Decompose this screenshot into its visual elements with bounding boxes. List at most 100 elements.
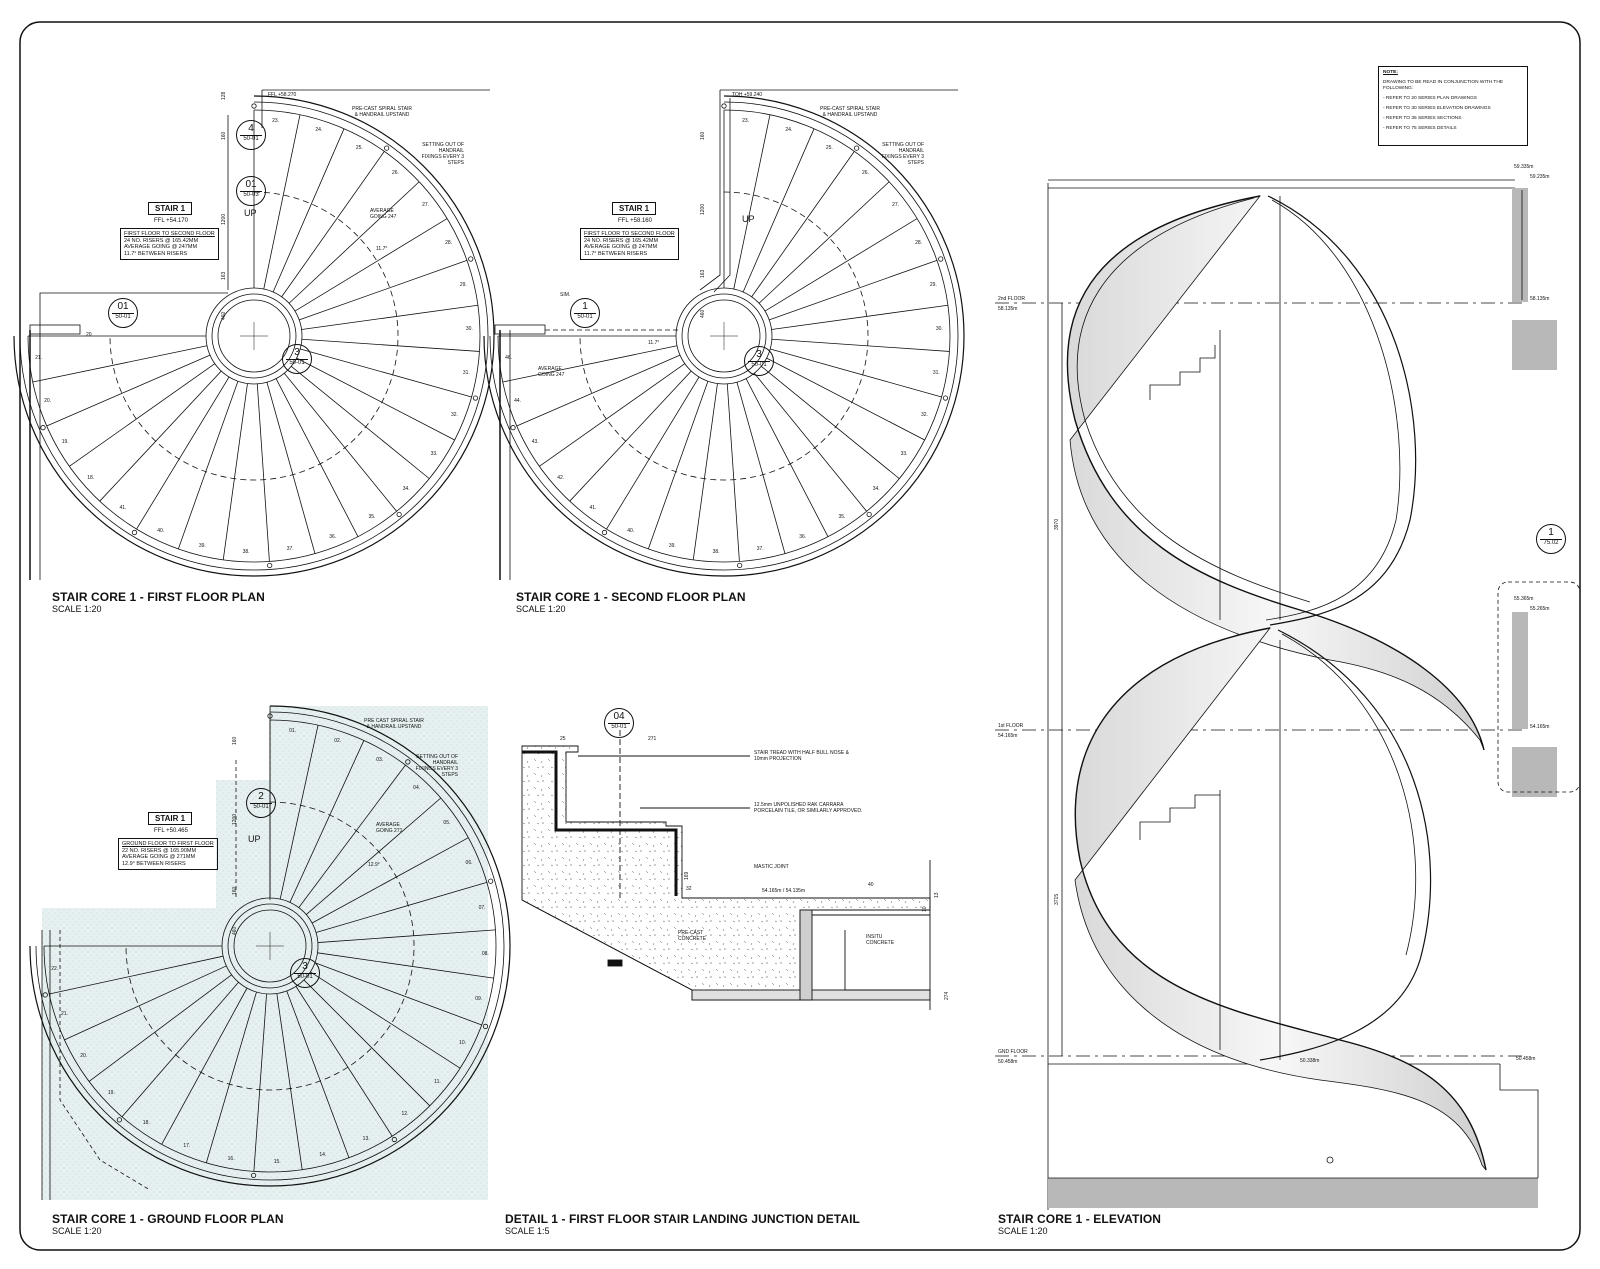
first-riser-line [99,370,222,502]
second-fixing-dot [854,145,860,151]
elev-right-level: 58.135m [1530,296,1550,302]
first-riser-line [288,181,420,304]
ground-riser-line [276,993,303,1170]
first-riser-line [299,259,468,321]
tag-ref: 50-01 [250,803,272,811]
second-step-number: 37. [756,545,764,552]
first-riser-line [281,151,385,298]
detail-dim: 169 [684,871,690,880]
first-fixing-dot [251,103,257,109]
detail-dim: 25 [560,736,566,742]
second-precast-note: PRE-CAST SPIRAL STAIR & HANDRAIL UPSTAND [820,106,880,118]
second-dim: 160 [700,131,706,140]
ground-riser-line [298,764,406,908]
panel-scale-ground: SCALE 1:20 [52,1226,102,1236]
ground-riser-line [205,991,257,1163]
second-fixing-dot [721,103,727,109]
detail-level: 54.165m / 54.135m [762,888,806,894]
second-step-number: 38. [712,548,720,555]
first-riser-line [301,304,478,330]
first-fixing-dot [472,395,479,401]
info-line: 12.9° BETWEEN RISERS [122,860,186,867]
second-step-number: 33. [900,451,908,458]
panel-title-second: STAIR CORE 1 - SECOND FLOOR PLAN [516,590,746,604]
first-step-number: 38. [242,548,250,555]
ground-ffl: FFL +50.465 [154,828,188,834]
second-riser-line [606,376,700,530]
first-riser-line [32,345,208,383]
second-riser-line [753,372,867,512]
detail-dim: 274 [944,991,950,1000]
tag-ref: 75.02 [1540,539,1562,547]
second-step-number: 24. [785,127,793,134]
first-step-number: 18. [87,474,95,481]
ground-step-number: 02. [334,738,342,745]
first-walkline [109,191,399,481]
first-step-number: 39. [198,542,206,549]
first-riser-line [283,372,397,512]
second-sim-label: SIM. [560,292,571,298]
ground-step-number: 20. [80,1053,88,1060]
second-plan-walls [494,89,958,580]
first-step-number: 31. [462,369,470,376]
tag-number: 3 [302,961,308,972]
ground-step-number: 03. [376,757,384,764]
ground-riser-line [315,881,487,933]
ground-riser-line [253,993,267,1172]
first-top-level: FFL +58.270 [268,92,297,98]
ground-step-number: 01. [289,728,297,735]
first-riser-line [69,363,216,467]
second-step-number: 40. [627,528,635,535]
detail-dim: 13 [934,892,940,898]
ground-riser-line [88,974,232,1082]
second-fixing-dot [938,256,944,262]
second-handrail-note: SETTING OUT OF HANDRAIL FIXINGS EVERY 3 … [881,142,924,166]
second-outer-arc-2 [489,101,959,571]
detail-dim: 40 [868,882,874,888]
second-handrail-arc [497,109,951,563]
second-riser-line [766,357,925,441]
second-riser-line [771,338,950,352]
ground-step-number: 07. [478,904,486,911]
second-riser-line [692,383,718,560]
detail-label-insitu: INSITU CONCRETE [866,934,895,946]
first-step-number: 34. [402,485,410,492]
second-step-number: 39. [668,542,676,549]
first-riser-line [294,218,448,312]
first-core-inner [217,299,291,373]
first-riser-line [256,383,270,562]
first-precast-note: PRE-CAST SPIRAL STAIR & HANDRAIL UPSTAND [352,106,412,118]
info-line: FIRST FLOOR TO SECOND FLOOR [124,231,215,237]
second-dim: 1200 [700,203,706,215]
tag-ref: 50-01 [608,723,630,731]
detail-dim: 32 [686,886,692,892]
elev-level-name: 1st FLOOR [998,723,1024,729]
ground-fixing-dot [488,878,494,884]
ground-riser-line [64,965,227,1041]
ground-riser-line [303,979,431,1107]
first-fixing-dot [384,145,390,151]
tag-number: 4 [248,123,254,134]
second-riser-line [764,218,918,312]
first-fixing-dot [396,511,402,518]
first-riser-line [300,348,472,398]
ground-step-number: 15. [273,1158,281,1165]
second-step-number: 26. [861,170,869,177]
ground-riser-line [317,929,496,943]
first-riser-line [263,114,301,290]
elevation-drawing [995,179,1581,1210]
info-line: 11.7° BETWEEN RISERS [584,250,648,257]
second-riser-line [771,304,948,330]
first-riser-line [301,338,480,352]
first-stair-info: FIRST FLOOR TO SECOND FLOOR 24 NO. RISER… [120,228,219,260]
ground-fixing-dot [250,1172,257,1179]
second-step-number: 43. [531,438,539,445]
info-line: AVERAGE GOING @ 271MM [122,854,196,860]
second-riser-line [770,348,942,398]
panel-title-first: STAIR CORE 1 - FIRST FLOOR PLAN [52,590,265,604]
first-step-number: 30. [465,325,473,332]
